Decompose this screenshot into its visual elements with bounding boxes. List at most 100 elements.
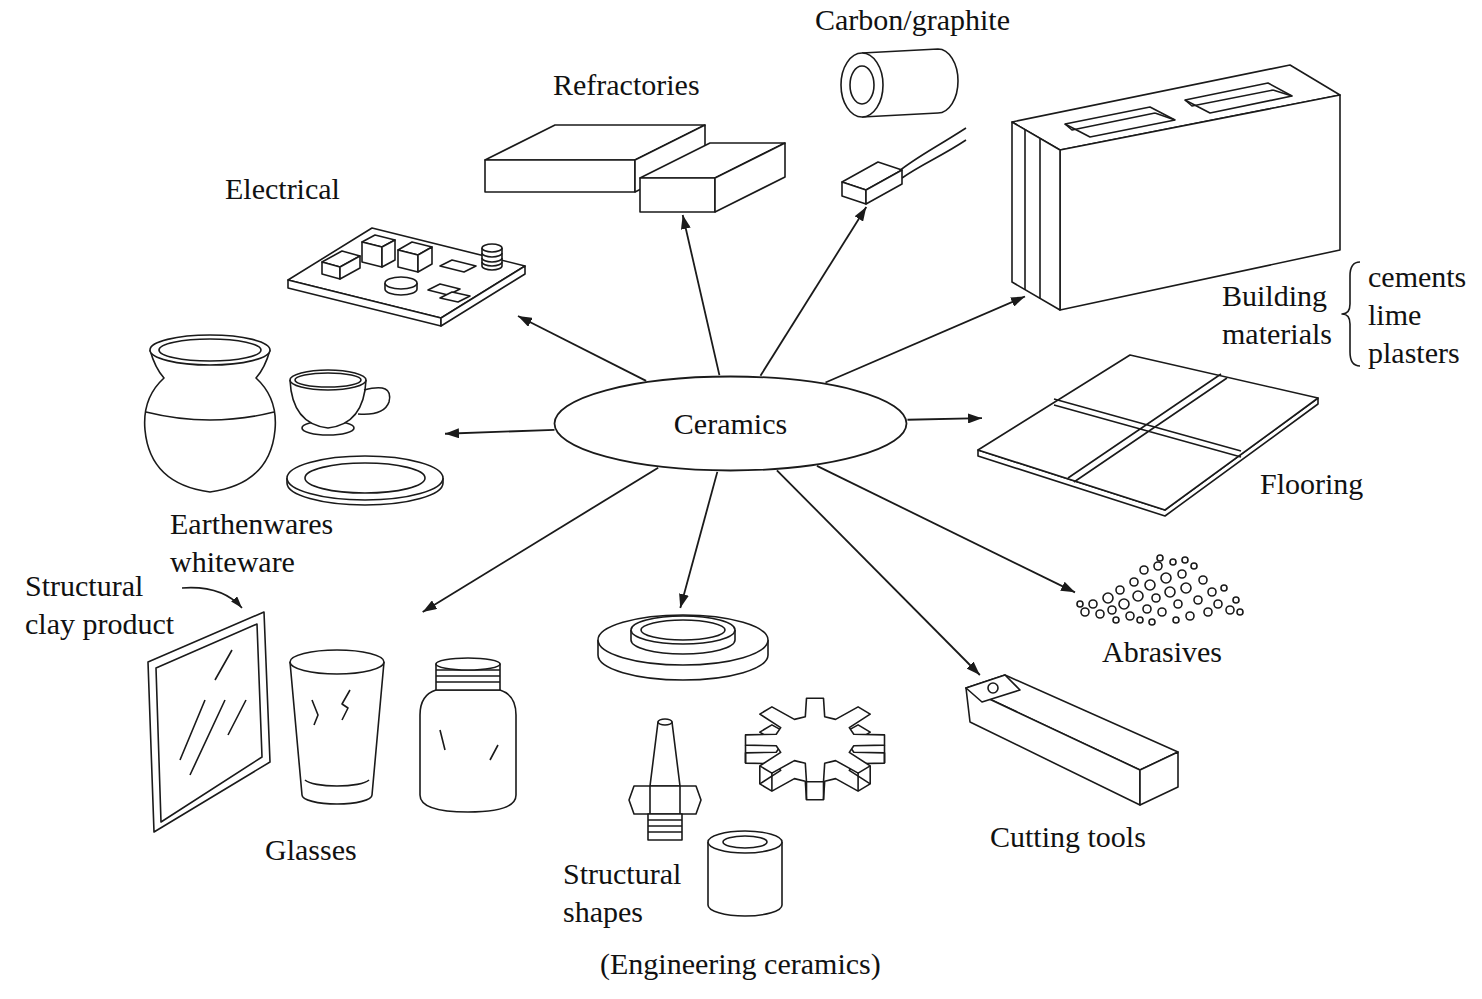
brace (1342, 262, 1360, 366)
abrasive-grains (1158, 608, 1166, 616)
abrasive-grains (1143, 605, 1151, 613)
abrasive-grains (1161, 573, 1171, 583)
node-label: (Engineering ceramics) (600, 945, 881, 983)
concrete-block (1185, 90, 1292, 106)
arrow-connector (423, 468, 659, 612)
glass-items (436, 658, 500, 670)
abrasive-grains (1191, 563, 1197, 569)
category-node: Carbon/graphite (838, 48, 968, 207)
abrasive-grains (1194, 596, 1202, 604)
arrow-connector (777, 470, 980, 675)
arrow-connector (680, 472, 717, 608)
circuit-board (382, 240, 395, 267)
concrete-block (1060, 95, 1340, 310)
category-node: Glasses (148, 612, 520, 837)
glass-items (312, 690, 350, 725)
pottery (159, 339, 261, 361)
abrasive-grains (1081, 608, 1089, 616)
abrasive-grains (1140, 566, 1148, 574)
engineering-parts (746, 698, 885, 781)
engineering-parts (708, 831, 782, 853)
node-label: Earthenwares whiteware (170, 505, 350, 581)
abrasive-grains (1182, 557, 1188, 563)
node-label: Carbon/graphite (815, 1, 1010, 39)
engineering-parts (641, 620, 725, 640)
circuit-board (440, 260, 476, 272)
callout-label: Structural clay product (25, 567, 190, 643)
concrete-block (1065, 113, 1175, 130)
arrow-connector (817, 466, 1075, 592)
engineering-parts (598, 615, 768, 665)
pottery (358, 388, 390, 415)
circuit-board (418, 247, 432, 272)
abrasive-grains (1089, 600, 1097, 608)
node-label: lime (1368, 296, 1421, 334)
arrow-connector (907, 418, 982, 420)
concrete-block (1025, 130, 1040, 299)
category-node: Cutting tools (965, 675, 1180, 807)
arrow-connector (445, 430, 555, 434)
abrasive-grains (1077, 601, 1083, 607)
engineering-parts (648, 820, 682, 832)
pottery (287, 456, 443, 500)
abrasive-grains (1103, 593, 1113, 603)
category-node: Abrasives (1075, 555, 1245, 627)
abrasive-grains (1157, 555, 1163, 561)
circuit-board (288, 228, 525, 318)
concrete-block (1065, 107, 1175, 137)
node-label: Refractories (553, 66, 700, 104)
abrasive-grains (1096, 610, 1104, 618)
node-label: Flooring (1260, 465, 1363, 503)
arrow-connector (825, 296, 1025, 382)
abrasive-grains (1165, 587, 1175, 597)
carbon-tube (850, 66, 874, 104)
abrasive-grains (1133, 591, 1143, 601)
circuit-board (482, 253, 502, 266)
node-label: Electrical (225, 170, 340, 208)
abrasive-grains (1154, 562, 1162, 570)
category-node: Building materialscementslimeplasters (1025, 65, 1340, 310)
abrasive-grains (1181, 583, 1191, 593)
central-ellipse: Ceramics (553, 375, 908, 472)
node-label: Cutting tools (990, 818, 1146, 856)
abrasive-grains (1149, 619, 1155, 625)
circuit-board (441, 266, 525, 326)
pottery (145, 335, 443, 505)
glass-items (148, 612, 516, 832)
refractory-bricks (715, 143, 785, 212)
abrasive-grains (1108, 606, 1116, 614)
category-node: Electrical (288, 222, 518, 324)
cutting-tool (966, 675, 1020, 702)
node-label: plasters (1368, 334, 1460, 372)
glass-items (156, 624, 262, 822)
callout-arrow (182, 588, 242, 608)
carbon-brush (842, 182, 866, 204)
circuit-board (288, 228, 525, 326)
category-node: Structural shapes(Engineering ceramics) (598, 608, 890, 918)
abrasive-grains (1208, 588, 1216, 596)
node-label: Structural shapes (563, 855, 688, 931)
abrasive-grains (1221, 585, 1227, 591)
abrasive-grains (1204, 608, 1212, 616)
glass-items (180, 650, 246, 775)
glass-items (148, 612, 270, 832)
engineering-parts (650, 786, 680, 814)
pottery (305, 463, 425, 493)
carbon-brush (866, 170, 902, 204)
circuit-board (340, 256, 360, 279)
cutting-tool (966, 688, 1140, 805)
circuit-board (385, 277, 417, 289)
carbon-brush (902, 140, 966, 178)
abrasive-grains (1137, 617, 1143, 623)
arrow-connector (760, 207, 866, 376)
circuit-board (482, 244, 502, 252)
carbon-tube (841, 53, 883, 117)
abrasive-grains (1174, 600, 1182, 608)
abrasive-grains (1119, 599, 1129, 609)
cutting-tool (1140, 752, 1178, 805)
concrete-block (1012, 122, 1060, 310)
abrasive-grains (1237, 609, 1243, 615)
abrasive-grains (1145, 580, 1155, 590)
pottery (295, 373, 361, 387)
